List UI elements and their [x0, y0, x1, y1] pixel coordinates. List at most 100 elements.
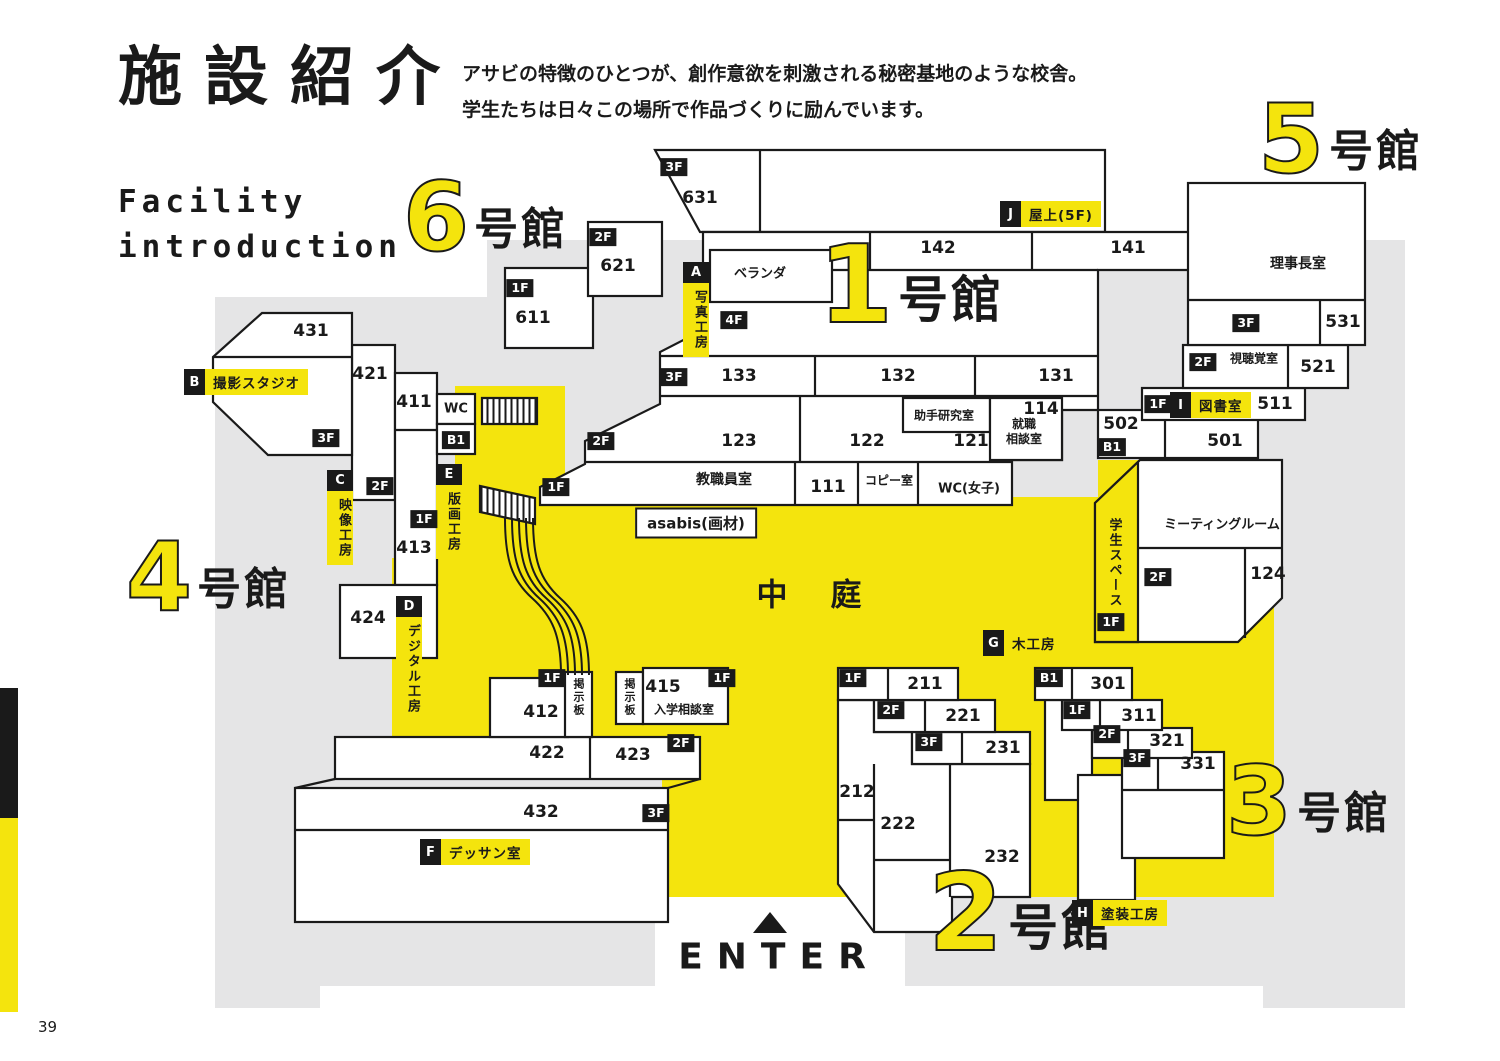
room-124: 124: [1250, 564, 1286, 584]
floor-tag-2f-26: 2F: [1093, 725, 1121, 743]
tag-i-library-letter: I: [1170, 392, 1191, 418]
room-meeting-room: ミーティングルーム: [1164, 517, 1280, 533]
room-424: 424: [350, 608, 386, 628]
room-521: 521: [1300, 357, 1336, 377]
floor-tag-2f-8: 2F: [1189, 353, 1217, 371]
tag-h-painting-studio-label: 塗装工房: [1093, 900, 1167, 926]
tag-c-video-studio-label: 映像工房: [327, 491, 353, 565]
tag-e-printmaking-studio-letter: E: [436, 464, 462, 485]
room-511: 511: [1257, 394, 1293, 414]
tag-a-photo-studio-label: 写真工房: [683, 283, 709, 357]
page-title: 施設紹介: [118, 41, 462, 115]
floor-tag-b1-16: B1: [441, 431, 471, 449]
tag-g-wood-studio-label: 木工房: [1004, 630, 1064, 656]
room-415: 415: [645, 677, 681, 697]
tag-d-digital-studio-label: デジタル工房: [396, 617, 422, 721]
floor-tag-2f-1: 2F: [589, 228, 617, 246]
room-122: 122: [849, 431, 885, 451]
building-5-label-suffix: 号館: [1329, 125, 1424, 177]
tag-i-library-label: 図書室: [1191, 392, 1251, 418]
page-subtitle-line2: introduction: [118, 228, 402, 265]
room-121: 121: [953, 431, 989, 451]
floor-tag-3f-23: 3F: [915, 733, 943, 751]
room-staff-office: 教職員室: [696, 472, 752, 488]
building-5-outline: [1186, 181, 1367, 347]
tag-d-digital-studio-letter: D: [396, 596, 422, 617]
tag-g-wood-studio-letter: G: [983, 630, 1004, 656]
floor-tag-3f-0: 3F: [660, 158, 688, 176]
floor-tag-4f-3: 4F: [720, 311, 748, 329]
tag-a-photo-studio-letter: A: [683, 262, 709, 283]
building-3-label-number: 3: [1225, 747, 1293, 857]
floor-tag-2f-19: 2F: [667, 734, 695, 752]
room-211: 211: [907, 674, 943, 694]
room-copy-room: コピー室: [864, 473, 914, 488]
floor-tag-1f-25: 1F: [1063, 701, 1091, 719]
room-114: 114: [1023, 399, 1059, 419]
page-edge-mark-yellow: [0, 818, 18, 1012]
floor-tag-1f-18: 1F: [708, 669, 736, 687]
courtyard-label: 中 庭: [756, 577, 868, 614]
room-621: 621: [600, 256, 636, 276]
room-wc-women: WC(女子): [938, 481, 1000, 497]
page-subtitle-line1: Facility: [118, 184, 308, 220]
room-232: 232: [984, 847, 1020, 867]
tag-b-shooting-studio-letter: B: [184, 369, 205, 395]
room-423: 423: [615, 745, 651, 765]
room-212: 212: [839, 782, 875, 802]
floor-tag-2f-14: 2F: [366, 477, 394, 495]
room-veranda: ベランダ: [733, 266, 787, 282]
room-413: 413: [396, 538, 432, 558]
building-4-label-suffix: 号館: [197, 563, 292, 615]
label-bulletin-board-1: 掲示板: [572, 678, 585, 717]
page-description: アサビの特徴のひとつが、創作意欲を刺激される秘密基地のような校舎。 学生たちは日…: [462, 56, 1087, 128]
enter-arrow-icon: [753, 912, 787, 933]
page-number: 39: [38, 1018, 58, 1036]
room-531: 531: [1325, 312, 1361, 332]
building-3-label-suffix: 号館: [1297, 787, 1392, 839]
building-4-label-number: 4: [125, 523, 193, 633]
room-wc: WC: [444, 401, 468, 417]
room-331: 331: [1180, 754, 1216, 774]
building-1-label-suffix: 号館: [898, 270, 1005, 329]
page-description-line1: アサビの特徴のひとつが、創作意欲を刺激される秘密基地のような校舎。: [462, 63, 1088, 85]
label-bulletin-board-2: 掲示板: [623, 678, 636, 717]
floor-tag-1f-17: 1F: [538, 669, 566, 687]
room-221: 221: [945, 706, 981, 726]
room-assistant-lab: 助手研究室: [913, 408, 975, 423]
room-321: 321: [1149, 731, 1185, 751]
tag-j-rooftop-label: 屋上(5F): [1021, 201, 1101, 227]
floor-tag-b1-10: B1: [1097, 438, 1127, 456]
page-subtitle-en: Facility introduction: [118, 180, 402, 270]
room-av-room: 視聴覚室: [1229, 351, 1279, 366]
room-301: 301: [1090, 674, 1126, 694]
tag-c-video-studio-letter: C: [327, 470, 353, 491]
room-311: 311: [1121, 706, 1157, 726]
tag-f-drawing-room-letter: F: [420, 839, 441, 865]
room-431: 431: [293, 321, 329, 341]
building-5-label-number: 5: [1257, 85, 1325, 195]
floor-tag-1f-9: 1F: [1144, 395, 1172, 413]
room-141: 141: [1110, 238, 1146, 258]
floor-tag-b1-24: B1: [1034, 669, 1064, 687]
page-edge-mark-black: [0, 688, 18, 818]
room-432: 432: [523, 802, 559, 822]
tag-f-drawing-room-label: デッサン室: [441, 839, 530, 865]
art-shop-label: asabis(画材): [635, 507, 757, 539]
room-133: 133: [721, 366, 757, 386]
page-description-line2: 学生たちは日々この場所で作品づくりに励んでいます。: [462, 99, 935, 121]
room-631: 631: [682, 188, 718, 208]
floor-tag-3f-7: 3F: [1232, 314, 1260, 332]
label-student-space: 学生スペース: [1106, 518, 1122, 608]
room-422: 422: [529, 743, 565, 763]
